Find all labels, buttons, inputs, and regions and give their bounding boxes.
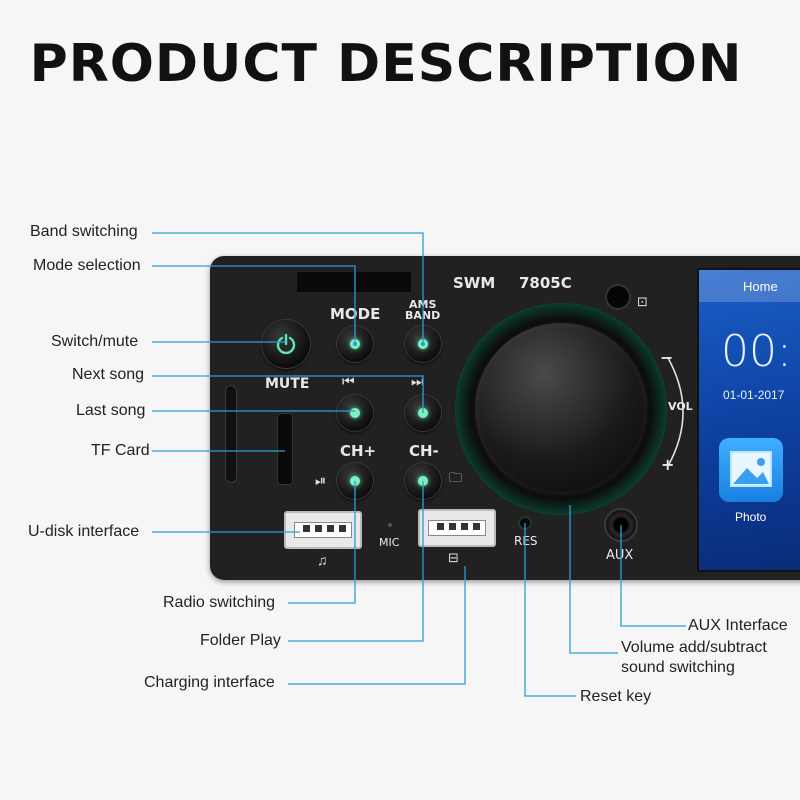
usb-pin: [461, 523, 468, 530]
usb-port-left-inner: [294, 522, 352, 538]
screen-header: [699, 270, 800, 302]
ch-minus-label: CH-: [409, 442, 439, 460]
callout-radio-switching: Radio switching: [163, 594, 276, 611]
line-charging: [288, 566, 466, 685]
line-aux: [620, 525, 686, 627]
line-next: [152, 375, 424, 413]
music-note-icon: ♫: [317, 552, 328, 568]
usb-port-right-inner: [428, 520, 486, 536]
last-song-button[interactable]: [337, 395, 373, 431]
callout-last-song: Last song: [76, 402, 146, 419]
brand-label: SWM: [453, 274, 496, 292]
line-volume: [569, 505, 618, 654]
mic-hole: [388, 523, 392, 527]
screen-home-label[interactable]: Home: [743, 279, 778, 294]
usb-pin: [473, 523, 480, 530]
callout-folder-play: Folder Play: [200, 632, 281, 649]
usb-pin: [327, 525, 334, 532]
ir-icon: ⊡: [637, 294, 648, 309]
battery-charging-icon: ⊟: [448, 550, 459, 565]
volume-knob[interactable]: [475, 323, 647, 495]
usb-pin: [303, 525, 310, 532]
res-label: RES: [514, 534, 538, 548]
line-mode: [152, 265, 356, 344]
photo-label: Photo: [735, 510, 767, 524]
screen-date: 01-01-2017: [723, 388, 785, 402]
mute-label: MUTE: [265, 376, 310, 392]
vol-minus-label: −: [660, 348, 674, 367]
top-slot: [297, 272, 411, 292]
tf-card-slot: [226, 386, 236, 482]
mic-label: MIC: [379, 536, 400, 549]
model-label: 7805C: [519, 274, 572, 292]
vol-plus-label: +: [661, 455, 675, 474]
screen-time: 00:: [721, 326, 792, 377]
previous-track-icon: ⏮: [342, 373, 355, 389]
callout-tf-card: TF Card: [91, 442, 150, 459]
usb-pin: [315, 525, 322, 532]
usb-pin: [449, 523, 456, 530]
photo-icon: [730, 451, 772, 487]
callout-next-song: Next song: [72, 366, 145, 383]
callout-band-switching: Band switching: [30, 223, 138, 240]
page-title: PRODUCT DESCRIPTION: [29, 34, 743, 94]
aux-label: AUX: [606, 548, 634, 563]
folder-icon: 🗀: [449, 470, 463, 485]
ch-plus-label: CH+: [340, 442, 377, 460]
callout-volume-line2: sound switching: [621, 659, 735, 676]
callout-aux-interface: AUX Interface: [688, 617, 788, 634]
line-band: [152, 232, 424, 344]
play-pause-icon: ⏯: [315, 472, 327, 488]
callout-mode-selection: Mode selection: [33, 257, 141, 274]
callout-volume-line1: Volume add/subtract: [621, 639, 767, 656]
vol-label: VOL: [668, 400, 693, 413]
line-folder: [288, 481, 424, 642]
camera-icon: [607, 286, 629, 308]
usb-port-right[interactable]: [418, 509, 496, 547]
callout-reset-key: Reset key: [580, 688, 652, 705]
volume-arc: [667, 357, 684, 467]
next-track-icon: ⏭: [411, 373, 424, 389]
usb-port-left[interactable]: [284, 511, 362, 549]
line-radio: [288, 481, 356, 604]
photo-app-tile[interactable]: [719, 438, 783, 502]
line-reset: [524, 523, 576, 697]
callout-switch-mute: Switch/mute: [51, 333, 139, 350]
callout-charging-interface: Charging interface: [144, 674, 275, 691]
callout-u-disk: U-disk interface: [28, 523, 140, 540]
usb-pin: [339, 525, 346, 532]
display-screen[interactable]: Home 00: 01-01-2017 Photo: [697, 268, 800, 572]
usb-pin: [437, 523, 444, 530]
tf-card-slot-inner: [278, 414, 292, 484]
